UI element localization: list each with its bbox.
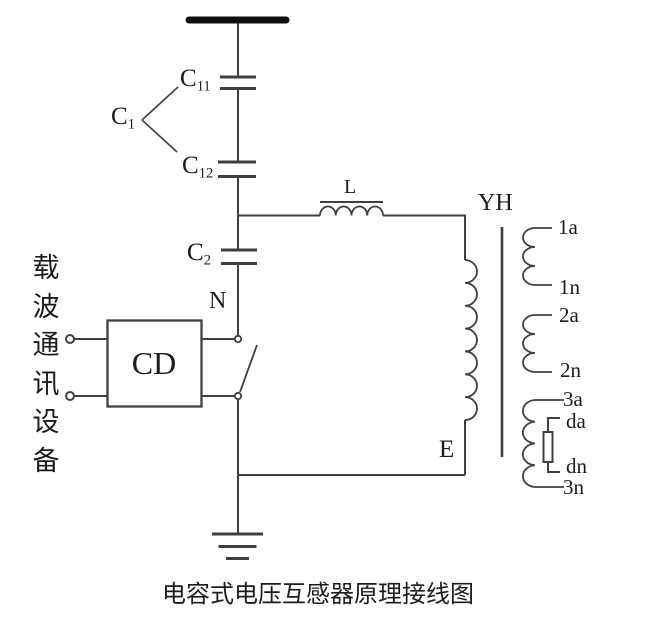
label-c1: C1 xyxy=(111,103,135,133)
damping-resistor xyxy=(542,417,560,473)
secondary-winding-1 xyxy=(522,227,552,286)
label-yh: YH xyxy=(478,190,513,216)
label-c11: C11 xyxy=(180,65,211,95)
label-e-terminal: E xyxy=(439,436,455,463)
secondary-winding-2 xyxy=(522,314,552,373)
figure-caption: 电容式电压互感器原理接线图 xyxy=(162,582,474,608)
reactor-l-symbol xyxy=(319,201,384,216)
label-reactor-l: L xyxy=(344,176,357,198)
ground-symbol xyxy=(212,532,263,560)
label-terminal-1a: 1a xyxy=(558,215,578,239)
carrier-device-label: 载波通讯设备 xyxy=(32,253,60,476)
earthing-switch-blade xyxy=(239,344,258,393)
label-terminal-1n: 1n xyxy=(559,275,580,299)
label-terminal-dn: dn xyxy=(566,454,587,478)
label-c2: C2 xyxy=(187,239,211,269)
label-cd: CD xyxy=(131,345,177,381)
primary-winding xyxy=(464,259,478,421)
label-terminal-2a: 2a xyxy=(559,303,579,327)
label-terminal-3a: 3a xyxy=(563,387,583,411)
label-n-node: N xyxy=(209,288,227,314)
label-terminal-3n: 3n xyxy=(563,475,584,499)
cd-left-terminal-bottom xyxy=(65,391,75,401)
secondary-winding-3 xyxy=(521,399,564,488)
label-terminal-da: da xyxy=(566,409,586,433)
label-c12: C12 xyxy=(182,152,214,182)
label-terminal-2n: 2n xyxy=(560,358,581,382)
switch-pivot-terminal xyxy=(233,391,243,401)
cd-box xyxy=(106,319,203,408)
n-node-terminal xyxy=(233,334,243,344)
capacitor-plates xyxy=(218,75,257,265)
circuit-wires xyxy=(74,23,466,533)
c1-brace xyxy=(141,86,179,153)
cd-left-terminal-top xyxy=(65,334,75,344)
